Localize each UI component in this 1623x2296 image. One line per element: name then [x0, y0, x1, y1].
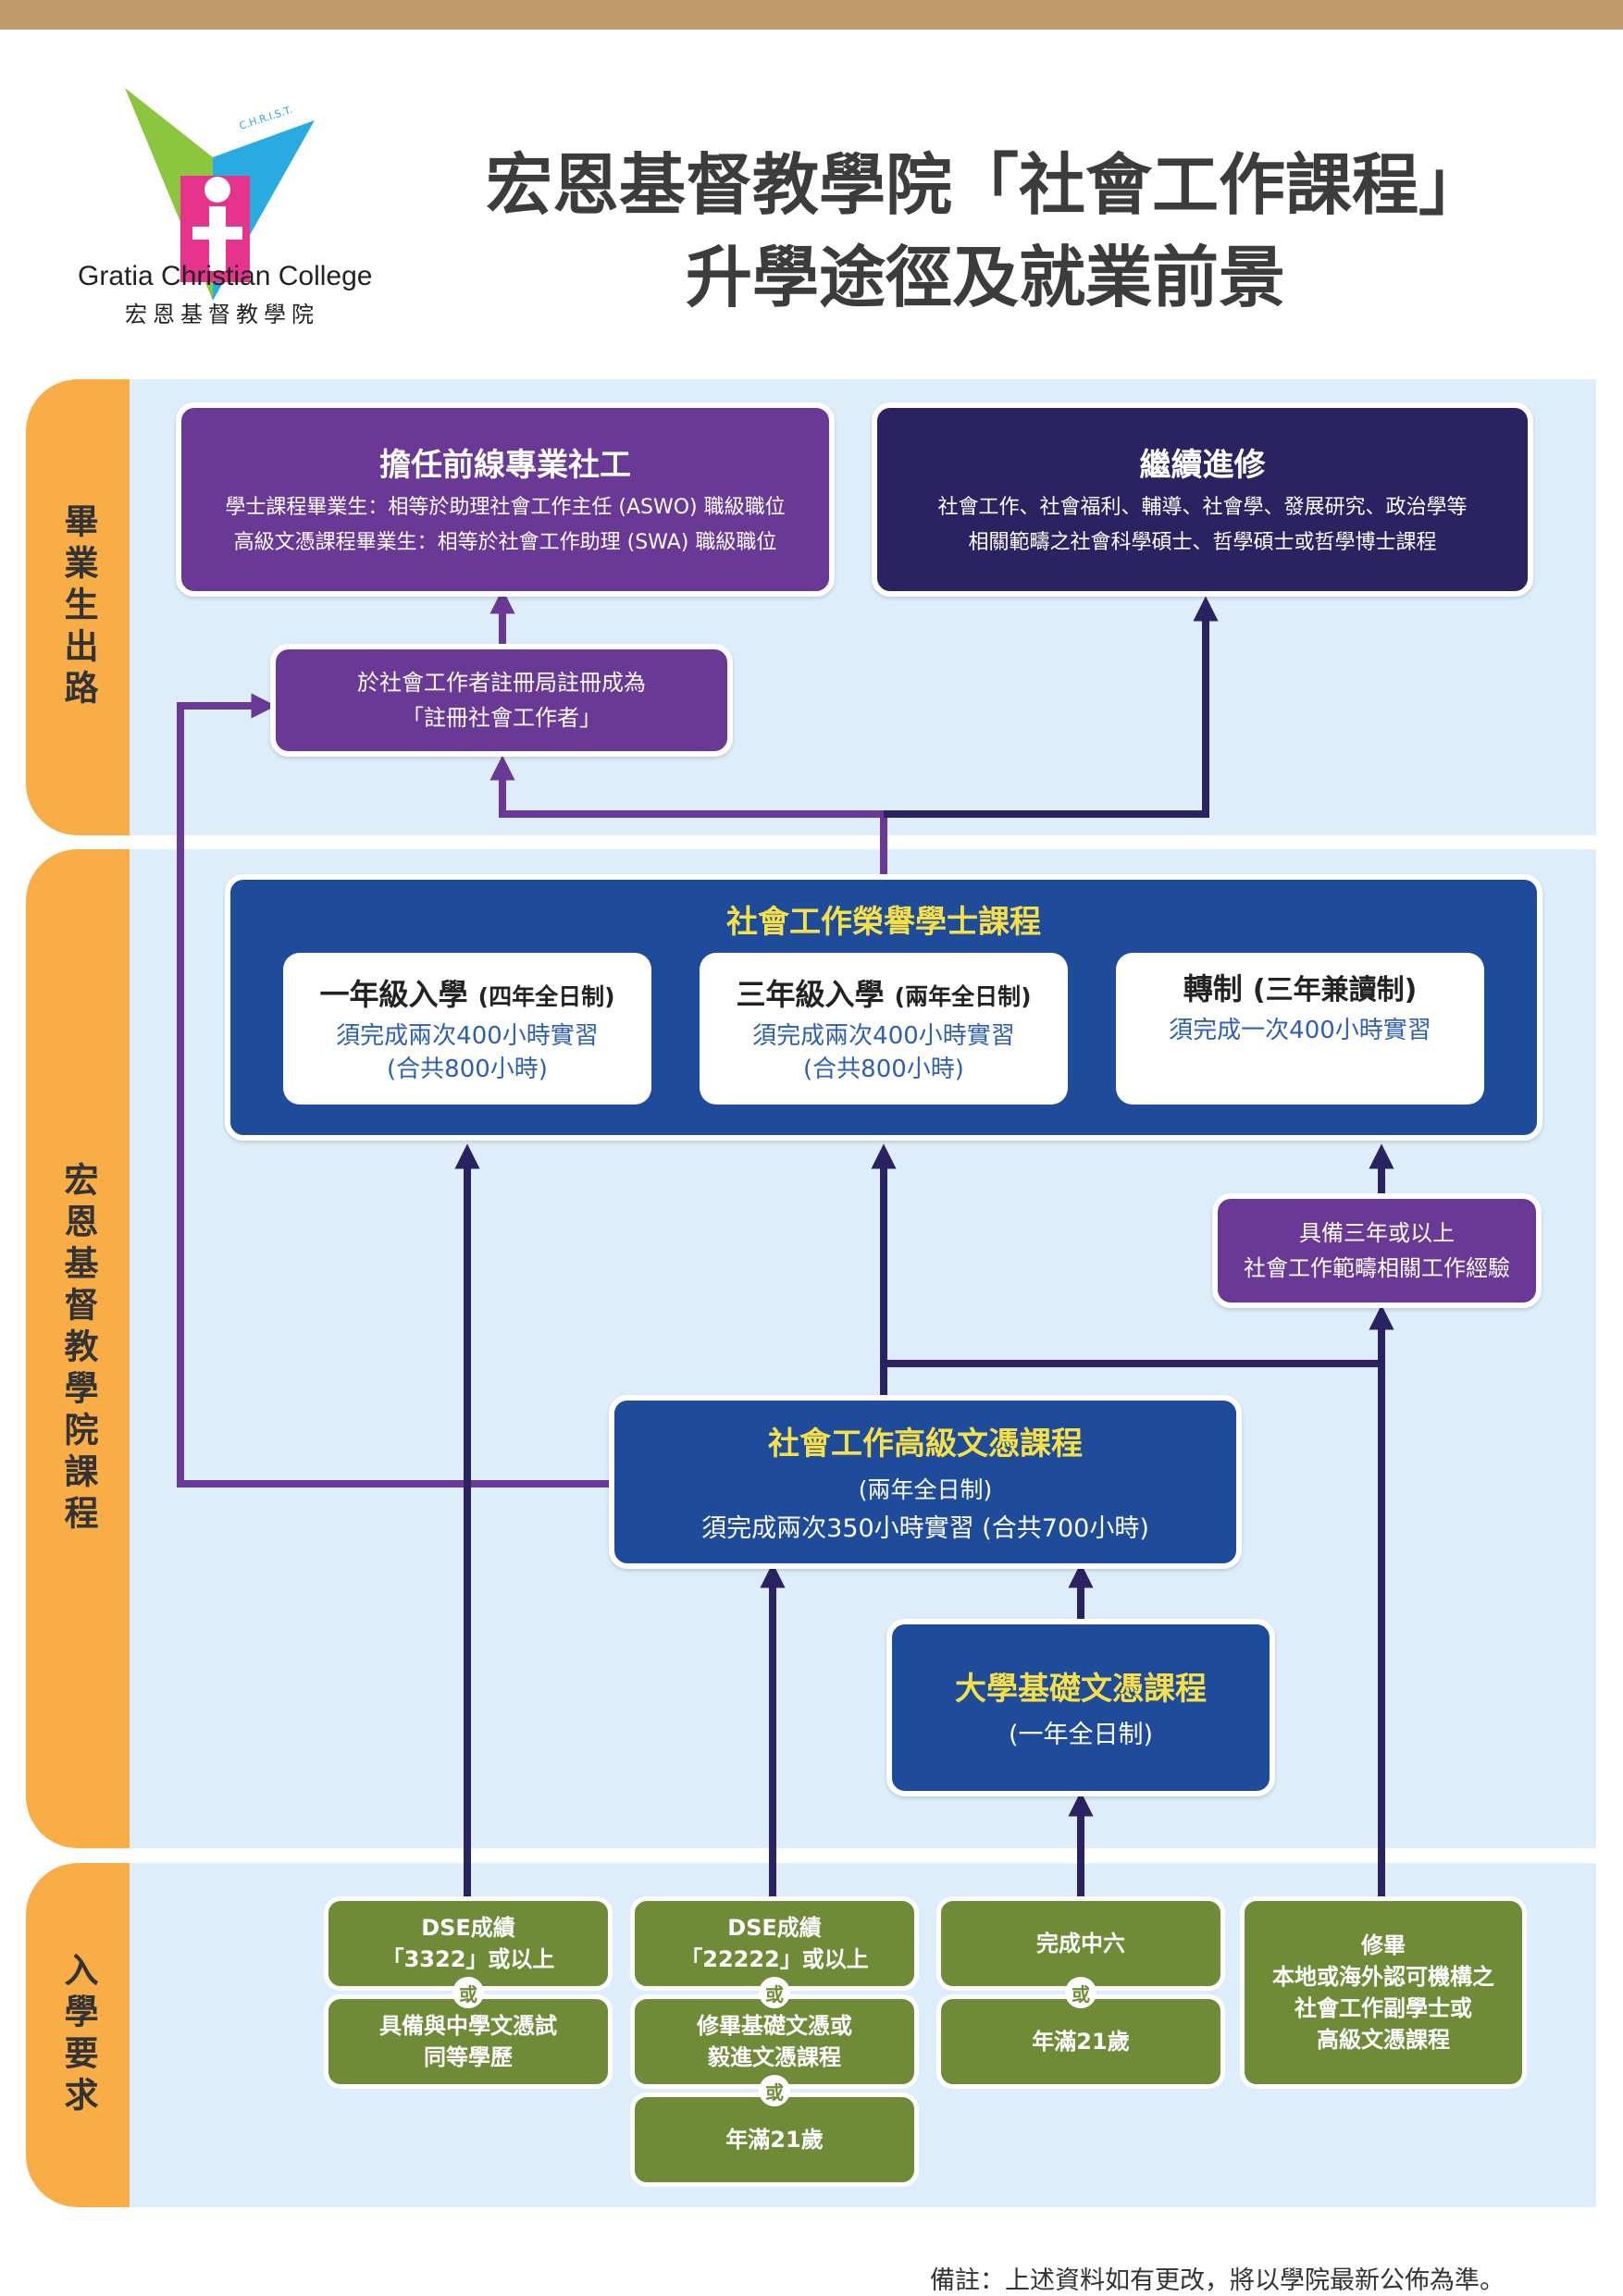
entry-equivalent-line2: 同等學歷: [424, 2044, 513, 2070]
year3-line2: (合共800小時): [803, 1055, 964, 1083]
entry-dse-22222-line1: DSE成績: [727, 1915, 822, 1941]
experience-line2: 社會工作範疇相關工作經驗: [1244, 1255, 1510, 1281]
entry-dse-3322: DSE成績 「3322」或以上: [324, 1896, 613, 1991]
bachelor-option-transfer: 轉制 (三年兼讀制) 須完成一次400小時實習: [1116, 953, 1484, 1105]
entry-age-21-col3-text: 年滿21歲: [1032, 2029, 1130, 2055]
transfer-line1: 須完成一次400小時實習: [1169, 1017, 1431, 1044]
foundation-title: 大學基礎文憑課程: [955, 1670, 1207, 1708]
year3-mode: (兩年全日制): [894, 983, 1032, 1010]
higher-diploma-box: 社會工作高級文憑課程 (兩年全日制) 須完成兩次350小時實習 (合共700小時…: [609, 1395, 1242, 1569]
frontline-social-worker-box: 擔任前線專業社工 學士課程畢業生：相等於助理社會工作主任 (ASWO) 職級職位…: [176, 402, 835, 597]
page-title-line1: 宏恩基督教學院「社會工作課程」: [485, 146, 1485, 224]
frontline-line2: 高級文憑課程畢業生：相等於社會工作助理 (SWA) 職級職位: [233, 530, 777, 554]
year1-title: 一年級入學: [319, 977, 468, 1012]
entry-associate-line3: 社會工作副學士或: [1295, 1995, 1472, 2021]
experience-line1: 具備三年或以上: [1299, 1220, 1455, 1246]
further-study-line1: 社會工作、社會福利、輔導、社會學、發展研究、政治學等: [937, 495, 1468, 519]
foundation-mode: (一年全日制): [1008, 1720, 1154, 1749]
year1-line1: 須完成兩次400小時實習: [336, 1022, 599, 1050]
registered-line2: 「註冊社會工作者」: [402, 705, 601, 731]
entry-dse-3322-line1: DSE成績: [421, 1915, 515, 1941]
logo-english-name: Gratia Christian College: [78, 261, 373, 291]
entry-equivalent-qualification: 具備與中學文憑試 同等學歷: [324, 1994, 613, 2089]
year3-title: 三年級入學: [736, 977, 885, 1012]
year3-line1: 須完成兩次400小時實習: [752, 1022, 1015, 1050]
entry-associate-degree: 修畢 本地或海外認可機構之 社會工作副學士或 高級文憑課程: [1240, 1896, 1527, 2089]
further-study-box: 繼續進修 社會工作、社會福利、輔導、社會學、發展研究、政治學等 相關範疇之社會科…: [872, 402, 1533, 597]
entry-associate-line2: 本地或海外認可機構之: [1272, 1964, 1494, 1990]
page-title-line2: 升學途徑及就業前景: [685, 239, 1285, 316]
higher-diploma-title: 社會工作高級文憑課程: [768, 1425, 1083, 1463]
work-experience-box: 具備三年或以上 社會工作範疇相關工作經驗: [1212, 1193, 1542, 1308]
higher-diploma-detail: 須完成兩次350小時實習 (合共700小時): [701, 1513, 1149, 1543]
footer-note: 備註：上述資料如有更改，將以學院最新公佈為準。: [930, 2266, 1505, 2295]
entry-associate-line1: 修畢: [1361, 1932, 1406, 1958]
frontline-title: 擔任前線專業社工: [379, 446, 631, 484]
registered-social-worker-box: 於社會工作者註冊局註冊成為 「註冊社會工作者」: [270, 644, 733, 757]
entry-foundation-line2: 毅進文憑課程: [708, 2044, 841, 2070]
college-logo: C.H.R.I.S.T.: [125, 88, 315, 301]
or-badge: 或: [759, 1977, 790, 2008]
or-badge: 或: [759, 2075, 790, 2106]
logo-chinese-name: 宏恩基督教學院: [125, 302, 319, 327]
entry-equivalent-line1: 具備與中學文憑試: [379, 2013, 557, 2039]
transfer-mode: (三年兼讀制): [1252, 974, 1418, 1006]
bachelor-option-year3: 三年級入學 (兩年全日制) 須完成兩次400小時實習 (合共800小時): [700, 953, 1068, 1105]
top-accent-bar: [0, 0, 1623, 30]
section-tab-outcomes: 畢業生出路: [26, 379, 130, 835]
entry-dse-22222-line2: 「22222」或以上: [680, 1946, 869, 1972]
or-badge: 或: [1065, 1977, 1096, 2008]
frontline-line1: 學士課程畢業生：相等於助理社會工作主任 (ASWO) 職級職位: [225, 495, 786, 519]
further-study-title: 繼續進修: [1139, 446, 1266, 484]
section-tab-programmes: 宏恩基督教學院課程: [26, 849, 130, 1848]
further-study-line2: 相關範疇之社會科學碩士、哲學碩士或哲學博士課程: [968, 530, 1437, 554]
entry-age-21-col2-text: 年滿21歲: [725, 2127, 824, 2153]
or-badge: 或: [452, 1977, 484, 2008]
year1-line2: (合共800小時): [387, 1055, 548, 1083]
entry-associate-line4: 高級文憑課程: [1317, 2027, 1450, 2053]
section-tab-entry: 入學要求: [26, 1863, 130, 2207]
higher-diploma-mode: (兩年全日制): [858, 1475, 993, 1503]
registered-line1: 於社會工作者註冊局註冊成為: [357, 670, 646, 696]
entry-age-21-col2: 年滿21歲: [630, 2092, 919, 2187]
entry-form6-text: 完成中六: [1036, 1931, 1125, 1957]
entry-age-21-col3: 年滿21歲: [936, 1994, 1225, 2089]
year1-mode: (四年全日制): [477, 983, 615, 1010]
transfer-title: 轉制: [1183, 971, 1243, 1006]
foundation-diploma-box: 大學基礎文憑課程 (一年全日制): [886, 1619, 1275, 1796]
bachelor-option-year1: 一年級入學 (四年全日制) 須完成兩次400小時實習 (合共800小時): [283, 953, 651, 1105]
bachelor-title: 社會工作榮譽學士課程: [726, 904, 1041, 941]
entry-dse-3322-line2: 「3322」或以上: [381, 1946, 555, 1972]
entry-foundation-line1: 修畢基礎文憑或: [697, 2013, 852, 2039]
